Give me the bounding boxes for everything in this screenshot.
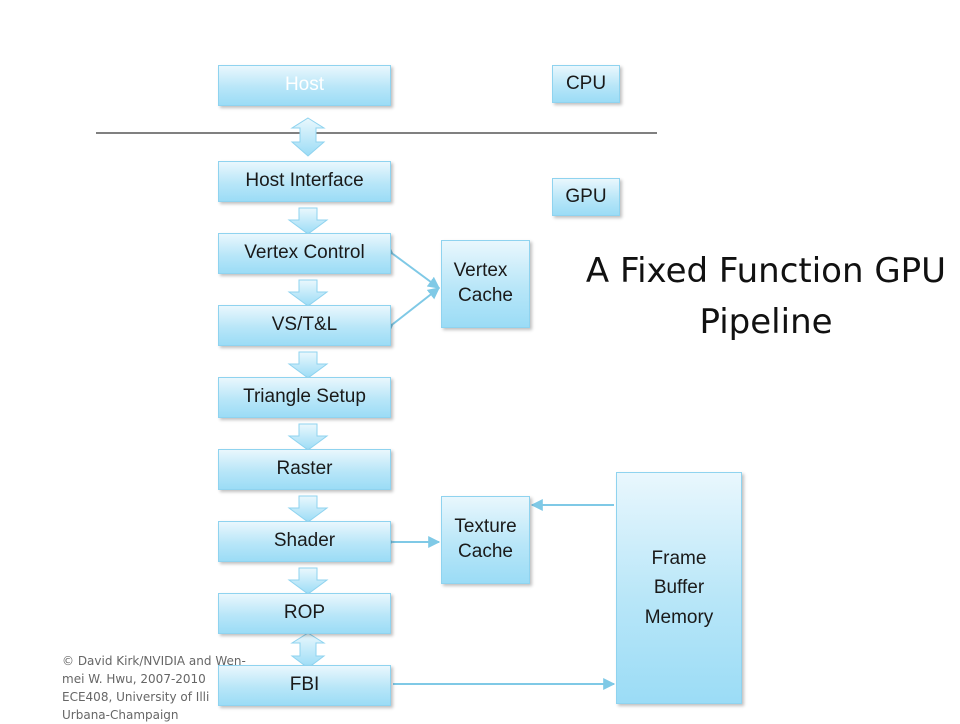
down-arrow-hostif-vertexcontrol <box>287 207 329 235</box>
rop-box: ROP <box>218 593 391 634</box>
vertex-control-box: Vertex Control <box>218 233 391 274</box>
host-interface-box: Host Interface <box>218 161 391 202</box>
texture-cache-line2: Cache <box>458 541 513 562</box>
down-arrow-trianglesetup-raster <box>287 423 329 451</box>
vertex-cache-line1: Vertex <box>453 260 508 282</box>
footer-line1: © David Kirk/NVIDIA and Wen- <box>62 654 246 668</box>
cpu-label: CPU <box>565 72 607 94</box>
rop-fbi-double-arrow <box>290 632 326 669</box>
shader-box: Shader <box>218 521 391 562</box>
host-bus-double-arrow <box>290 117 326 157</box>
footer-line3: ECE408, University of Illi <box>62 690 210 704</box>
host-interface-label: Host Interface <box>245 170 364 192</box>
fbi-box: FBI <box>218 665 391 706</box>
footer-line4: Urbana-Champaign <box>62 708 179 722</box>
texture-cache-line1: Texture <box>454 516 517 538</box>
slide-title-line2: Pipeline <box>699 302 833 342</box>
gpu-label-box: GPU <box>552 178 620 216</box>
vstl-box: VS/T&L <box>218 305 391 346</box>
fbi-label: FBI <box>289 674 320 696</box>
footer-line2: mei W. Hwu, 2007-2010 <box>62 672 206 686</box>
down-arrow-vertexcontrol-vstl <box>287 279 329 307</box>
frame-buffer-line3: Memory <box>644 606 714 628</box>
gpu-label: GPU <box>565 185 607 207</box>
copyright-footer: © David Kirk/NVIDIA and Wen- mei W. Hwu,… <box>62 652 262 724</box>
down-arrow-shader-rop <box>287 567 329 595</box>
rop-label: ROP <box>283 602 326 624</box>
texture-cache-box: Texture Cache <box>441 496 530 584</box>
host-label: Host <box>284 74 325 96</box>
triangle-setup-box: Triangle Setup <box>218 377 391 418</box>
slide-title-line1: A Fixed Function GPU <box>585 251 947 291</box>
slide-title: A Fixed Function GPU Pipeline <box>574 246 958 348</box>
frame-buffer-line1: Frame <box>651 547 707 569</box>
raster-box: Raster <box>218 449 391 490</box>
frame-buffer-memory-box: Frame Buffer Memory <box>616 472 742 704</box>
vertex-control-label: Vertex Control <box>244 242 365 264</box>
raster-label: Raster <box>276 458 333 480</box>
vertex-cache-line2: Cache <box>458 285 513 306</box>
vstl-label: VS/T&L <box>271 314 338 336</box>
host-box: Host <box>218 65 391 106</box>
down-arrow-vstl-trianglesetup <box>287 351 329 379</box>
vstl-vertexcache-connector <box>380 287 440 336</box>
shader-label: Shader <box>273 530 336 552</box>
frame-buffer-line2: Buffer <box>653 577 705 599</box>
vertexcontrol-vertexcache-connector <box>380 242 440 289</box>
triangle-setup-label: Triangle Setup <box>243 386 366 408</box>
vertex-cache-box: Vertex Cache <box>441 240 530 328</box>
cpu-label-box: CPU <box>552 65 620 103</box>
down-arrow-raster-shader <box>287 495 329 523</box>
